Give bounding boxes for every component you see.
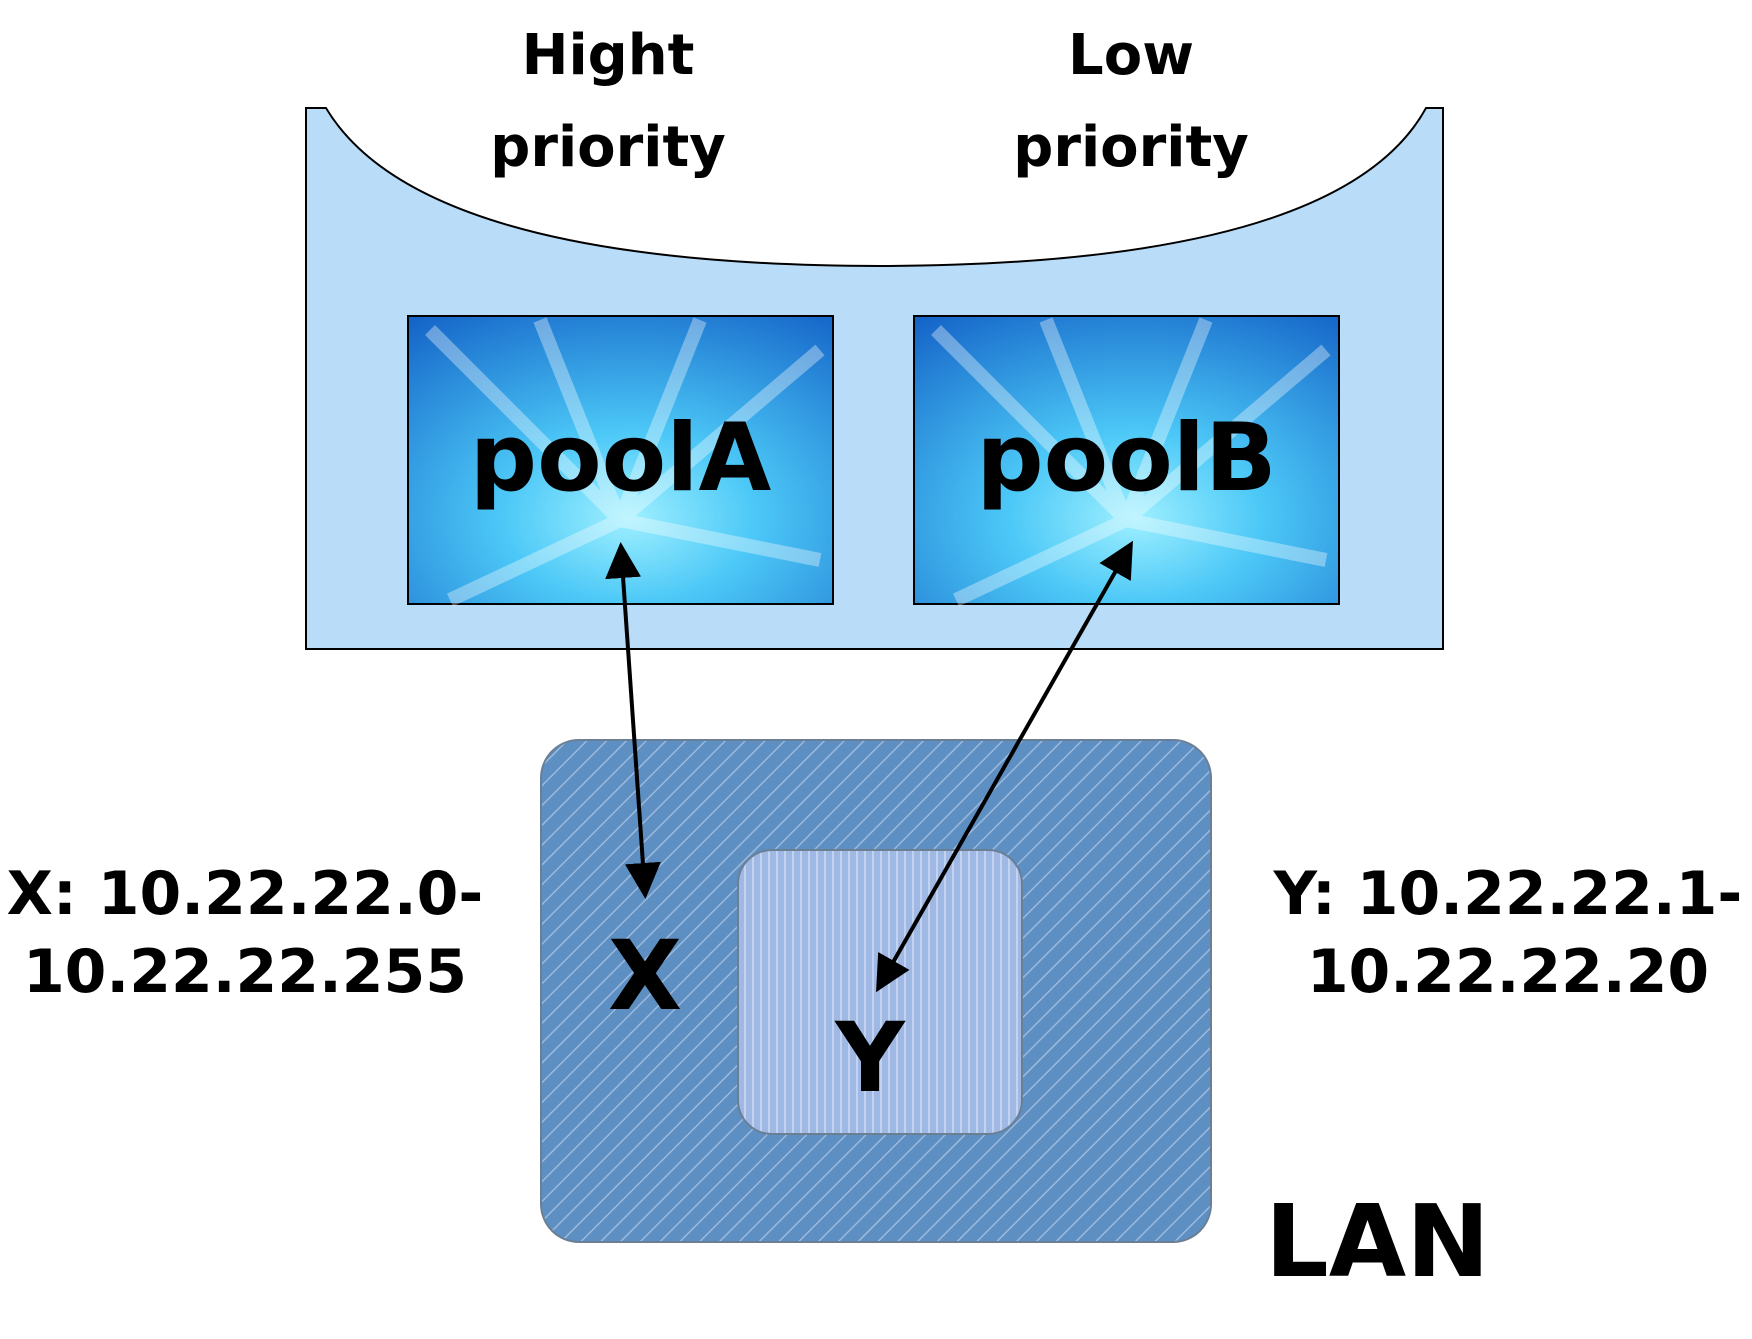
x-range-label: X: 10.22.22.0- 10.22.22.255 — [6, 859, 484, 1007]
y-range-label: Y: 10.22.22.1- 10.22.22.20 — [1273, 859, 1743, 1007]
low-priority-label: Low priority — [1013, 23, 1249, 180]
arrow-pool-b-to-y — [876, 540, 1133, 993]
high-priority-label: Hight priority — [490, 23, 726, 180]
pool-b-label: poolB — [976, 404, 1277, 513]
x-host-label: X — [607, 920, 682, 1032]
y-host-label: Y — [835, 1002, 905, 1114]
lan-label: LAN — [1265, 1183, 1490, 1300]
arrow-pool-a-to-x — [605, 542, 661, 899]
pool-a-label: poolA — [469, 404, 772, 513]
